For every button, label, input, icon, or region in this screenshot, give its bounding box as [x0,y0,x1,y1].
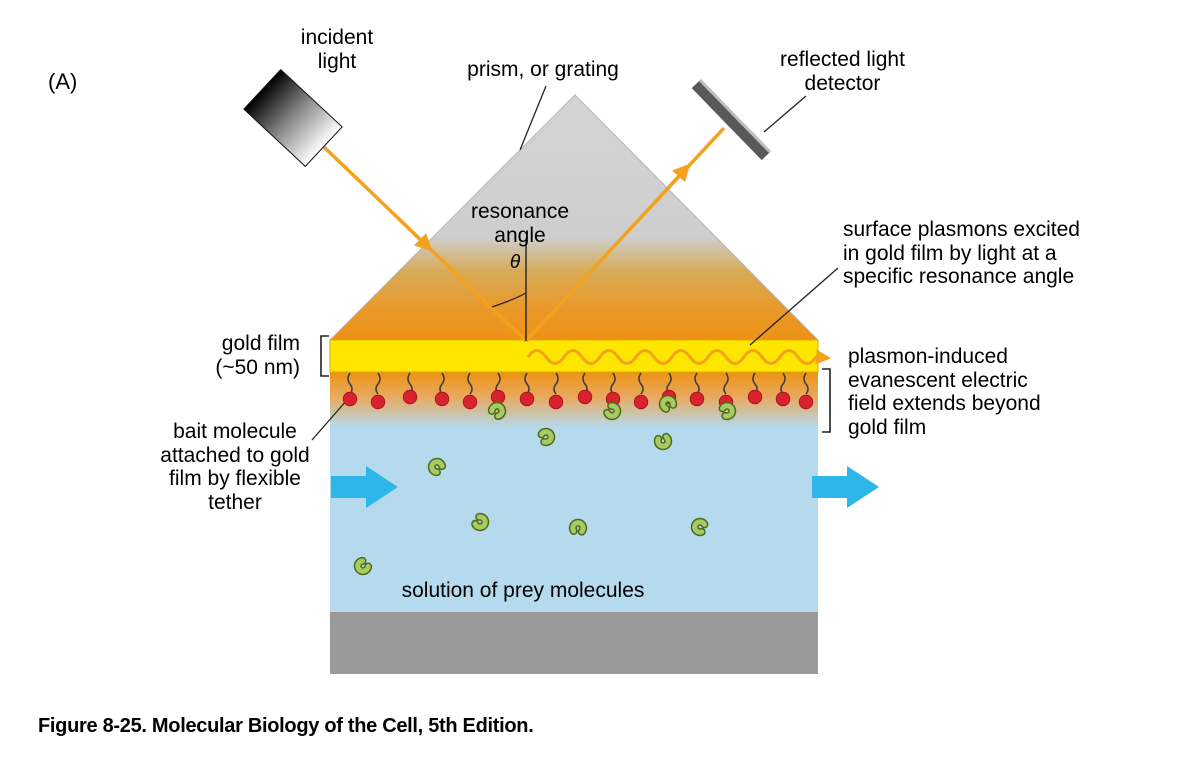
prey-molecule [568,518,588,536]
incident-beam-arrowhead [396,216,433,252]
flow-arrow-right [812,466,879,508]
solution-label: solution of prey molecules [401,579,645,602]
figure-caption: Figure 8-25. Molecular Biology of the Ce… [38,715,534,737]
bait-molecule [798,372,814,410]
prey-molecule [690,517,709,537]
bait-molecule-label: bait molecule attached to gold film by f… [160,420,310,514]
bound-prey-molecule [658,394,678,413]
resonance-angle-label: resonance angle [470,200,570,247]
gold-film-bracket [320,335,329,377]
prey-molecule [353,556,373,576]
prey-molecule [653,432,673,451]
evanescent-field-zone [330,372,818,428]
bait-pointer-line [311,399,348,441]
bait-molecule [370,372,386,410]
bound-prey-molecule [487,401,507,421]
bait-molecule [775,372,791,407]
evanescent-field-bracket [822,368,831,433]
panel-label: (A) [48,69,78,94]
flow-arrow-left [331,466,398,508]
bait-molecule [342,372,358,407]
reflected-beam-arrowhead [656,163,691,201]
bait-molecule [747,372,763,405]
light-source-cylinder [243,68,343,168]
surface-plasmons-label: surface plasmons excited in gold film by… [843,218,1080,289]
surface-plasmon-pointer-line [749,267,839,346]
reflected-beam [524,126,726,343]
prey-molecule [471,512,490,532]
plasmon-wave [526,349,831,365]
prey-molecule [537,427,556,447]
theta-symbol: θ [509,252,521,273]
bait-molecule [434,372,450,407]
bait-molecule [402,372,418,405]
angle-arc [491,292,527,308]
prism-label: prism, or grating [467,58,619,81]
bait-molecule [462,372,478,410]
bait-molecule [519,372,535,407]
bound-prey-molecule [718,401,737,421]
base-bar [330,612,818,674]
prism-pointer-line [519,85,547,151]
bound-prey-molecule [603,401,622,421]
detector-bar [691,78,772,161]
bait-molecule [548,372,564,410]
bait-molecule [633,372,649,410]
evanescent-field-label: plasmon-induced evanescent electric fiel… [848,345,1041,439]
incident-light-label: incident light [300,26,374,73]
prey-molecule [427,457,447,477]
bait-molecule [689,372,705,407]
detector-label: reflected light detector [780,48,905,95]
molecules-layer [342,372,814,576]
bait-molecule [577,372,593,405]
gold-film-label: gold film (~50 nm) [215,332,300,379]
gold-film [329,339,819,373]
detector-pointer-line [763,95,807,133]
